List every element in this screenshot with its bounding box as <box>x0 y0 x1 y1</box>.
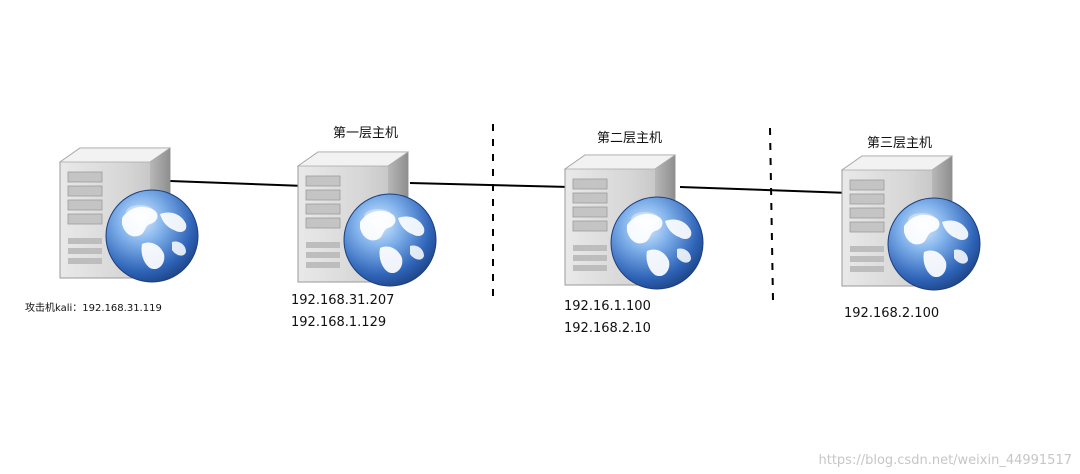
tier2-title: 第二层主机 <box>597 131 663 146</box>
attacker-host-icon <box>59 147 199 283</box>
boundary-line-2 <box>769 127 774 301</box>
link-tier1-tier2 <box>409 182 571 188</box>
tier1-ip-1: 192.168.31.207 <box>291 293 395 308</box>
tier1-host-icon <box>297 151 437 287</box>
tier1-title: 第一层主机 <box>333 126 399 141</box>
link-tier2-tier3 <box>679 186 851 194</box>
watermark: https://blog.csdn.net/weixin_44991517 <box>818 453 1072 468</box>
tier3-title: 第三层主机 <box>867 136 933 151</box>
link-attacker-tier1 <box>169 180 306 187</box>
tier1-ip-list: 192.168.31.207 192.168.1.129 <box>291 290 394 334</box>
tier1-ip-2: 192.168.1.129 <box>291 315 387 330</box>
tier3-ip-1: 192.168.2.100 <box>844 306 940 321</box>
tier2-ip-2: 192.168.2.10 <box>564 321 651 336</box>
attacker-label: 攻击机kali：192.168.31.119 <box>25 303 162 314</box>
tier3-host-icon <box>841 155 981 291</box>
tier2-ip-1: 192.16.1.100 <box>564 299 651 314</box>
tier2-host-icon <box>564 154 704 290</box>
tier2-ip-list: 192.16.1.100 192.168.2.10 <box>564 296 651 340</box>
tier3-ip-list: 192.168.2.100 <box>844 303 939 325</box>
